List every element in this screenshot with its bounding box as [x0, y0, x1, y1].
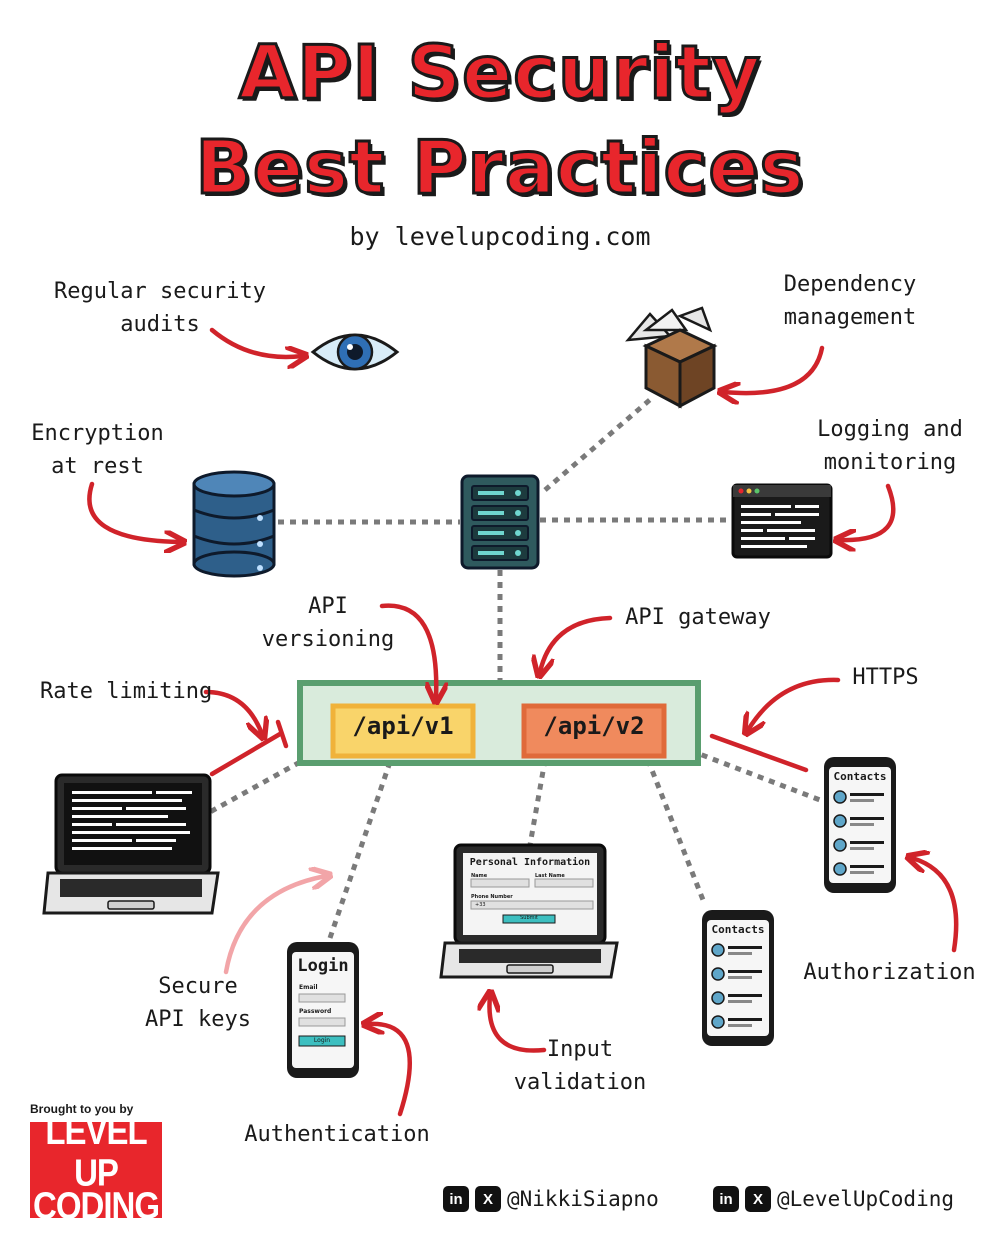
- arrow-https: [748, 677, 841, 730]
- https-bar: [709, 733, 809, 773]
- contacts-title-right: Contacts: [833, 770, 887, 783]
- label-https: HTTPS: [852, 665, 919, 690]
- line-gateway-login: [327, 761, 393, 939]
- label-api-gateway: API gateway: [625, 605, 771, 630]
- form-phone-label: Phone Number: [471, 894, 513, 900]
- login-title: Login: [297, 956, 349, 976]
- form-submit-button[interactable]: Submit: [520, 915, 538, 921]
- arrow-secure-keys: [223, 876, 326, 975]
- arrow-rate-limiting: [203, 689, 262, 734]
- arrow-authorization: [912, 858, 959, 953]
- arrow-encryption: [87, 481, 180, 542]
- line-gateway-form: [527, 759, 548, 846]
- arrow-dependency: [724, 345, 825, 393]
- form-name-label: Name: [471, 873, 488, 879]
- linkedin-icon[interactable]: in: [443, 1186, 469, 1212]
- arrow-gateway: [540, 615, 613, 672]
- arrow-authentication: [368, 1024, 413, 1117]
- form-title: Personal Information: [469, 857, 591, 868]
- form-phone-value: +33: [475, 902, 486, 908]
- login-submit-button[interactable]: Login: [313, 1037, 331, 1044]
- package-icon: [625, 306, 718, 409]
- database-icon: [192, 470, 276, 578]
- login-password-label: Password: [299, 1008, 332, 1015]
- handle-nikki[interactable]: @NikkiSiapno: [507, 1187, 659, 1211]
- server-icon: [460, 474, 540, 570]
- x-icon[interactable]: X: [745, 1186, 771, 1212]
- label-rate-limiting: Rate limiting: [40, 679, 213, 704]
- api-v1-label: /api/v1: [352, 712, 454, 740]
- social-nikki[interactable]: in X @NikkiSiapno: [443, 1184, 659, 1214]
- phone-contacts-right-icon: [824, 757, 896, 893]
- social-levelupcoding[interactable]: in X @LevelUpCoding: [713, 1184, 954, 1214]
- title-line-2: Best Practices: [194, 124, 805, 213]
- arrow-logging: [840, 483, 896, 540]
- api-v2-label: /api/v2: [543, 712, 645, 740]
- label-authentication: Authentication: [244, 1122, 430, 1147]
- title-line-1: API Security: [237, 29, 762, 118]
- label-authorization: Authorization: [803, 960, 976, 985]
- phone-login-icon: [287, 942, 359, 1078]
- subtitle: by levelupcoding.com: [349, 222, 651, 251]
- arrow-versioning: [379, 603, 436, 698]
- laptop-form-icon: [439, 843, 619, 979]
- linkedin-icon[interactable]: in: [713, 1186, 739, 1212]
- brought-to-you-by: Brought to you by: [30, 1102, 134, 1116]
- line-gateway-contacts: [645, 759, 708, 906]
- terminal-window-icon: [731, 483, 833, 559]
- contacts-title-middle: Contacts: [711, 923, 765, 936]
- annotation-arrows: [87, 327, 959, 1117]
- level-up-coding-logo: LEVEL UP CODING: [30, 1110, 162, 1226]
- line-server-package: [543, 396, 654, 492]
- login-email-label: Email: [299, 984, 318, 991]
- eye-icon: [310, 333, 400, 371]
- form-last-name-label: Last Name: [535, 873, 565, 879]
- laptop-icon: [42, 773, 220, 915]
- arrow-input-validation: [489, 996, 547, 1053]
- x-icon[interactable]: X: [475, 1186, 501, 1212]
- phone-contacts-icon: [702, 910, 774, 1046]
- rate-limit-bar: [209, 731, 283, 777]
- api-gateway-box: [297, 680, 701, 766]
- arrow-audits: [209, 327, 302, 357]
- handle-levelupcoding[interactable]: @LevelUpCoding: [777, 1187, 955, 1211]
- line-gateway-laptop: [208, 759, 302, 815]
